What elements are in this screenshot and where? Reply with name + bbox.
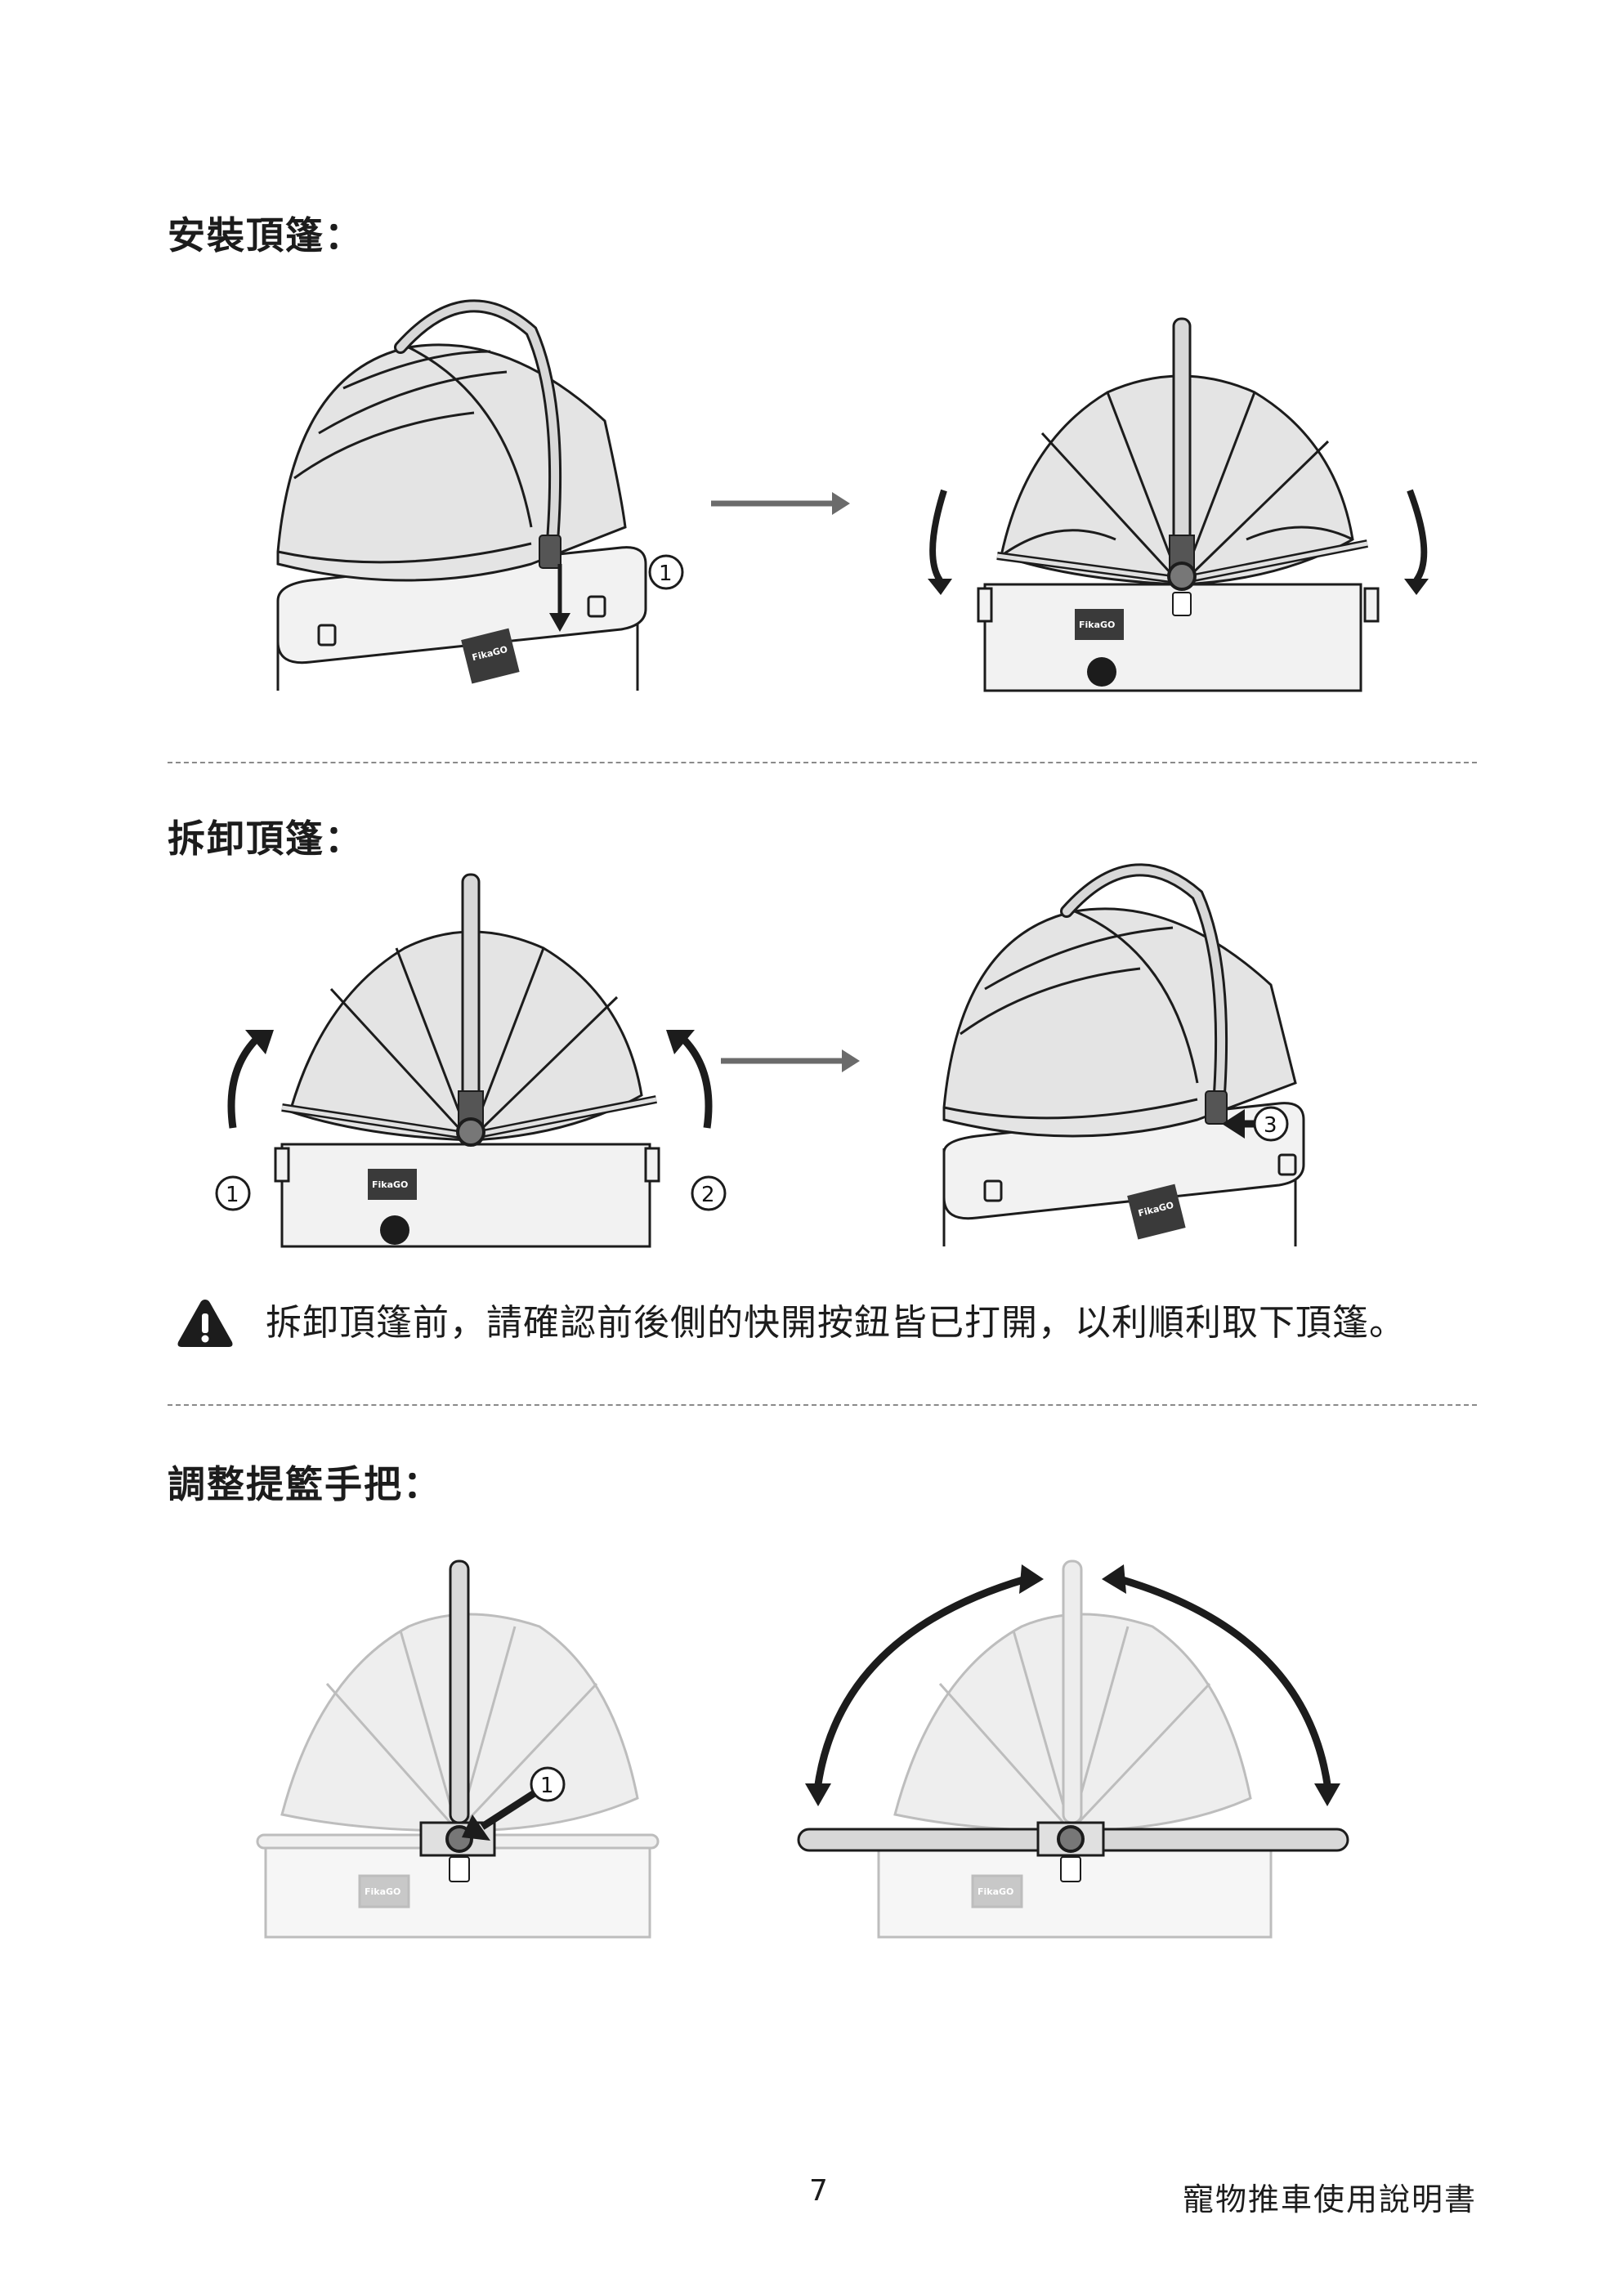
right-arrow-icon [721,1049,860,1072]
illustration-remove-canopy-step2: FikaGO 3 [942,863,1305,1246]
step-1-label: 1 [659,562,673,586]
brand-logo-text: FikaGO [978,1886,1013,1897]
page-number: 7 [809,2174,828,2208]
brand-logo-text: FikaGO [365,1886,400,1897]
section-heading-adjust-handle: 調整提籃手把： [168,1462,442,1506]
section-divider [168,762,1477,763]
step-1-label: 1 [540,1774,554,1798]
step-1-badge [530,1766,566,1802]
illustration-install-canopy-step2: FikaGO [928,317,1429,692]
illustration-remove-canopy-step1: FikaGO 1 2 [215,873,727,1248]
warning-triangle-icon [177,1300,233,1347]
step-1-badge [215,1175,251,1211]
step-3-badge [1253,1106,1289,1142]
step-1-badge [648,554,684,590]
illustration-adjust-handle-step1: FikaGO 1 [256,1559,660,1939]
section-divider [168,1404,1477,1406]
section-heading-remove-canopy: 拆卸頂篷： [168,817,364,861]
step-1-label: 1 [226,1183,239,1207]
warning-text: 拆卸頂篷前，請確認前後側的快開按鈕皆已打開，以利順利取下頂篷。 [266,1302,1406,1344]
right-arrow-icon [711,492,850,515]
illustration-adjust-handle-step2: FikaGO [797,1559,1349,1939]
illustration-install-canopy-step1: FikaGO 1 [276,299,684,691]
step-2-badge [691,1175,727,1211]
warning-notice: 拆卸頂篷前，請確認前後側的快開按鈕皆已打開，以利順利取下頂篷。 [176,1295,1500,1353]
footer-title: 寵物推車使用說明書 [1182,2181,1477,2217]
section-heading-install-canopy: 安裝頂篷： [168,213,364,257]
step-3-label: 3 [1264,1113,1277,1138]
brand-logo-text: FikaGO [372,1179,408,1190]
brand-logo-text: FikaGO [1079,620,1115,630]
step-2-label: 2 [701,1183,715,1207]
